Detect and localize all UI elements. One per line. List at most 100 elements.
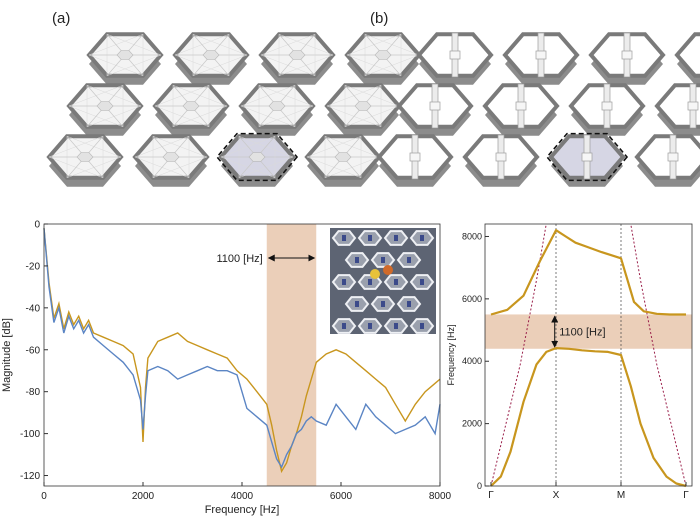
photo-inset [330,228,436,334]
y-tick-label: -20 [26,261,41,272]
y-tick-label: 8000 [462,231,482,241]
y-tick-label: 0 [34,220,40,231]
center-mass [248,152,266,162]
photo-mass [420,279,424,285]
lattice-cell [545,132,629,187]
center-mass [76,152,94,162]
band-branch-1 [490,229,686,316]
beam-mass [601,101,613,111]
center-mass [268,101,286,111]
beam-mass [495,152,507,162]
beam-mass [515,101,527,111]
y-axis-label: Magnitude [dB] [1,318,13,392]
plot-frame [484,223,693,487]
lattice-cell [502,32,580,85]
cell-frame [674,32,700,78]
center-mass [116,50,134,60]
center-mass [288,50,306,60]
photo-mass [394,235,398,241]
panel-label-a: (a) [52,10,71,27]
photo-mass [407,257,411,263]
x-tick-label: M [617,490,625,501]
photo-mass [368,323,372,329]
photo-mass [355,301,359,307]
lattice-cell [416,32,494,85]
beam-mass [429,101,441,111]
panel-label-b: (b) [370,10,389,27]
y-tick-label: 4000 [462,356,482,366]
output-point-marker [383,265,393,275]
beam-mass [621,50,633,60]
unit-cell-outline [545,132,629,182]
lattice-cell [482,83,560,136]
beam-mass [687,101,699,111]
lattice-cell [674,32,700,85]
y-axis-label: Frequency [Hz] [446,324,456,385]
photo-mass [355,257,359,263]
y-tick-label: 6000 [462,294,482,304]
center-mass [354,101,372,111]
photo-mass [394,279,398,285]
band-branch-2 [490,347,687,488]
lattice-cell [86,32,164,85]
lattice-cell [66,83,144,136]
series-line-2 [43,228,441,469]
lattice-cell [258,32,336,85]
photo-mass [381,257,385,263]
lattice-cell [462,134,540,187]
band-width-annotation: 1100 [Hz] [216,253,316,265]
beam-mass [449,50,461,60]
lattice-illustration-a [46,32,422,187]
x-tick-label: 6000 [330,491,353,502]
lattice-cell [654,83,700,136]
lattice-cell [172,32,250,85]
lattice-cell [215,132,299,187]
asymptote-right [630,223,687,487]
beam-mass [667,152,679,162]
photo-mass [394,323,398,329]
y-tick-label: -100 [20,429,40,440]
center-mass [202,50,220,60]
y-tick-label: -60 [26,345,41,356]
lattice-cell [396,83,474,136]
center-mass [162,152,180,162]
center-mass [96,101,114,111]
lattice-cell [634,134,700,187]
x-tick-label: 2000 [132,491,155,502]
lattice-cell [588,32,666,85]
photo-mass [407,301,411,307]
y-tick-label: -80 [26,387,41,398]
beam-mass [535,50,547,60]
band-gap-region [485,314,692,349]
y-tick-label: 0 [477,481,482,491]
lattice-cell [376,134,454,187]
center-mass [374,50,392,60]
y-tick-label: -120 [20,471,40,482]
x-tick-label: X [553,490,560,501]
photo-mass [368,279,372,285]
photo-mass [368,235,372,241]
series-line-1 [43,228,441,474]
lattice-cell [152,83,230,136]
lattice-cell [344,32,422,85]
lattice-illustration-b [376,32,700,187]
beam-mass [581,152,593,162]
x-tick-label: 8000 [429,491,452,502]
center-mass [182,101,200,111]
beam-mass [409,152,421,162]
lattice-cell [132,134,210,187]
unit-cell-outline [215,132,299,182]
photo-mass [342,323,346,329]
center-mass [334,152,352,162]
x-tick-label: 4000 [231,491,254,502]
photo-mass [381,301,385,307]
y-tick-label: 2000 [462,419,482,429]
lattice-cell [46,134,124,187]
photo-mass [420,323,424,329]
photo-mass [420,235,424,241]
lattice-cell [568,83,646,136]
lattice-cell [238,83,316,136]
photo-mass [342,279,346,285]
